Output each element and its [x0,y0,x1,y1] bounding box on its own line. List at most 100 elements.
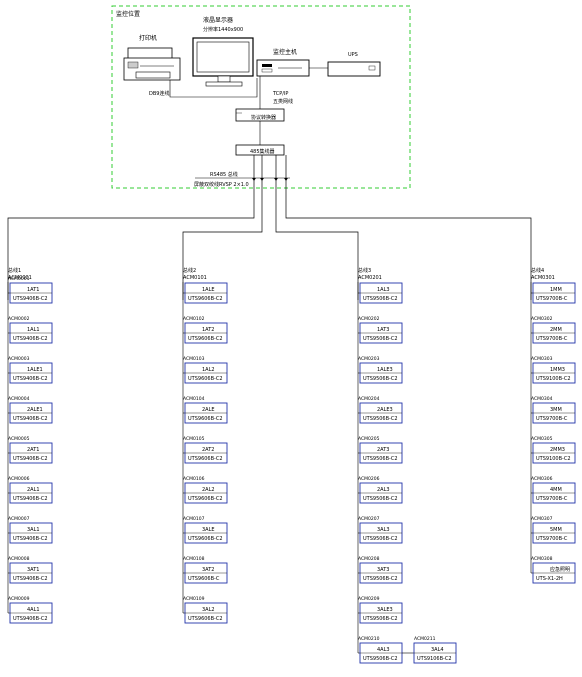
device-name: 3ALE [202,527,215,533]
device-model: UTS9406B-C2 [13,576,48,582]
device-address: ACM0206 [358,476,380,482]
device-address: ACM0006 [8,476,30,482]
device-model: UTS9106B-C2 [417,656,452,662]
device-model: UTS9506B-C2 [363,536,398,542]
bus-trunks [7,155,532,300]
trunk-arrows [252,178,288,181]
device-address: ACM0105 [183,436,205,442]
device-model: UTS9606B-C2 [188,496,223,502]
device-address: ACM0009 [8,596,30,602]
device-name: 2AL2 [202,487,215,493]
db9-label: DB9连线 [149,90,169,97]
device-address: ACM0208 [358,556,380,562]
monitor-title: 液晶显示器 [203,16,233,24]
device-name: 2AT2 [202,447,214,453]
printer-cable [169,78,258,98]
device-name: 1AL3 [377,287,390,293]
device-name: 3AL3 [377,527,390,533]
device-model: UTS9506B-C2 [363,576,398,582]
device-model: UTS9506B-C2 [363,336,398,342]
bus-header-address: ACM0201 [358,275,382,281]
converter-label: 协议转换器 [251,114,276,121]
printer-label: 打印机 [139,34,157,42]
device-name: 1MM [550,287,562,293]
device-model: UTS9606B-C [188,576,220,582]
device-address: ACM0107 [183,516,205,522]
device-model: UTS9506B-C2 [363,416,398,422]
device-address: ACM0104 [183,396,205,402]
device-name: 2AL1 [27,487,40,493]
device-model: UTS9406B-C2 [13,616,48,622]
ups-icon [327,61,381,77]
bus-column-3: 总线3ACM02011AL3UTS9506B-C2ACM02021AT3UTS9… [357,267,403,664]
device-address: ACM0304 [531,396,553,402]
bus-header-address: ACM0101 [183,275,207,281]
station-title: 监控位置 [116,10,140,18]
device-address: ACM0306 [531,476,553,482]
device-address: ACM0005 [8,436,30,442]
device-name: 3AL4 [431,647,444,653]
bus-header: 总线2 [183,267,196,274]
device-address: ACM0209 [358,596,380,602]
device-name: 3ALE3 [377,607,393,613]
device-address: ACM0102 [183,316,205,322]
device-model: UTS9606B-C2 [188,616,223,622]
device-name: 3AT1 [27,567,39,573]
device-columns: 总线1ACM0001ACM00011AT1UTS9406B-C2ACM00021… [7,267,576,664]
device-name: 2MM [550,327,562,333]
monitor-resolution: 分辨率1440x900 [203,26,243,33]
device-name: 4AL1 [27,607,40,613]
device-name: 1ALE [202,287,215,293]
device-name: 1ALE1 [27,367,43,373]
device-model: UTS9700B-C [536,296,568,302]
device-model: UTS9406B-C2 [13,496,48,502]
device-address: ACM0106 [183,476,205,482]
device-name: 3AL2 [202,607,215,613]
device-name: 3MM [550,407,562,413]
device-model: UTS9700B-C [536,496,568,502]
hub-label: 485集线器 [250,148,275,155]
printer-icon [123,47,181,81]
device-address: ACM0109 [183,596,205,602]
device-model: UTS9506B-C2 [363,376,398,382]
device-model: UTS9606B-C2 [188,376,223,382]
device-address: ACM0308 [531,556,553,562]
bus-column-1: 总线1ACM0001ACM00011AT1UTS9406B-C2ACM00021… [7,267,53,624]
device-model: UTS9506B-C2 [363,296,398,302]
device-address: ACM0004 [8,396,30,402]
device-name: 4MM [550,487,562,493]
bus-header-address: ACM0001 [8,275,32,281]
device-address: ACM0008 [8,556,30,562]
device-model: UTS9506B-C2 [363,616,398,622]
device-name: 1ALE3 [377,367,393,373]
device-address: ACM0001 [8,276,30,282]
device-model: UTS-X1-2H [536,576,563,582]
device-name: 1MM3 [550,367,565,373]
device-model: UTS9406B-C2 [13,296,48,302]
device-name: 3AL1 [27,527,40,533]
device-model: UTS9406B-C2 [13,376,48,382]
device-address: ACM0003 [8,356,30,362]
device-name: 2ALE3 [377,407,393,413]
device-model: UTS9700B-C [536,536,568,542]
device-model: UTS9506B-C2 [363,496,398,502]
device-model: UTS9606B-C2 [188,536,223,542]
device-model: UTS9406B-C2 [13,456,48,462]
device-model: UTS9406B-C2 [13,536,48,542]
bus-column-4: 总线4ACM03011MMUTS9700B-CACM03022MMUTS9700… [530,267,576,584]
device-name: 2AT3 [377,447,389,453]
device-model: UTS9700B-C [536,336,568,342]
device-model: UTS9406B-C2 [13,336,48,342]
device-name: 3AT3 [377,567,389,573]
device-address: ACM0203 [358,356,380,362]
device-name: 2ALE1 [27,407,43,413]
bus-header: 总线4 [531,267,544,274]
device-name: 1AT2 [202,327,214,333]
device-address: ACM0205 [358,436,380,442]
tcpip-label: TCP/IP [272,91,288,97]
device-name: 2AT1 [27,447,39,453]
ethernet-label: 五类网线 [273,98,293,105]
device-model: UTS9606B-C2 [188,336,223,342]
